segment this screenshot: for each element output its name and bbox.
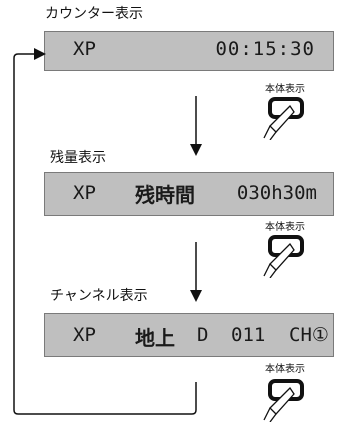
finger-press-icon[interactable] xyxy=(260,96,308,140)
remaining-lcd-panel: XP 残時間 030h30m xyxy=(44,172,334,216)
channel-mode: XP xyxy=(73,324,96,346)
remaining-label: 残時間 xyxy=(135,183,195,207)
remaining-display-title: 残量表示 xyxy=(50,150,106,166)
channel-band: 地上 xyxy=(135,326,175,350)
channel-lcd-panel: XP 地上 D 011 CH① xyxy=(44,313,334,357)
channel-ch-label: CH① xyxy=(289,324,329,346)
counter-display-title: カウンター表示 xyxy=(45,6,143,22)
display-button-label-1: 本体表示 xyxy=(265,84,305,95)
remaining-mode: XP xyxy=(73,182,96,204)
finger-press-icon[interactable] xyxy=(260,234,308,278)
remaining-value: 030h30m xyxy=(236,182,317,204)
counter-time: 00:15:30 xyxy=(215,38,315,60)
finger-press-icon[interactable] xyxy=(260,378,308,422)
counter-lcd-panel: XP 00:15:30 xyxy=(44,31,334,71)
loop-back-line xyxy=(13,48,197,415)
channel-number: 011 xyxy=(231,324,266,346)
display-button-label-3: 本体表示 xyxy=(265,364,305,375)
channel-display-title: チャンネル表示 xyxy=(50,288,148,304)
display-button-label-2: 本体表示 xyxy=(265,222,305,233)
counter-mode: XP xyxy=(73,38,96,60)
channel-band-suffix: D xyxy=(197,324,209,346)
